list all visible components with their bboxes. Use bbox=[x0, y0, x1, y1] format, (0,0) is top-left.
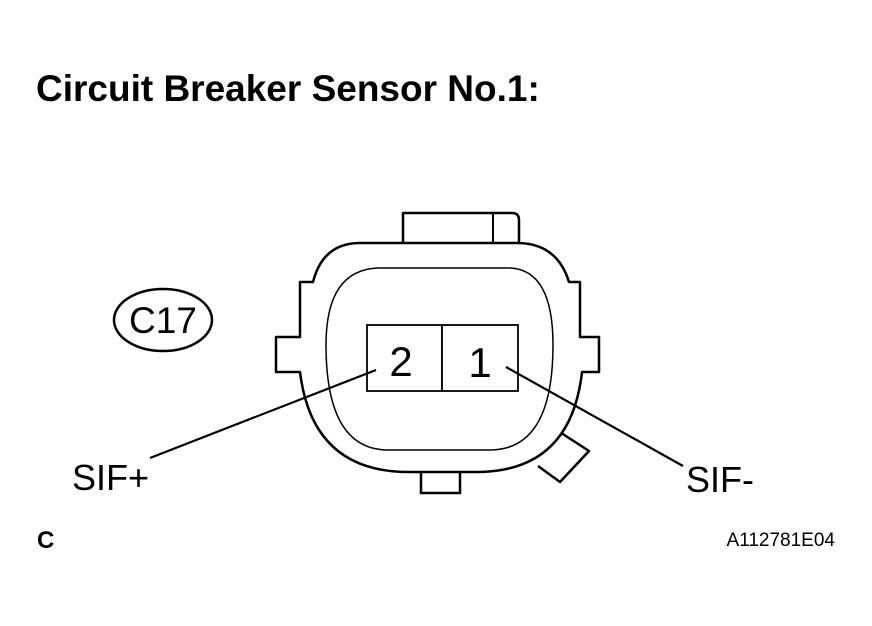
leader-line-sif-plus bbox=[149, 368, 377, 460]
signal-label-sif-plus: SIF+ bbox=[72, 457, 149, 498]
connector-id-label: C17 bbox=[129, 300, 197, 341]
connector-top-tab bbox=[401, 211, 521, 243]
figure-code: A112781E04 bbox=[726, 530, 835, 551]
connector-id-ellipse bbox=[112, 287, 214, 353]
section-letter: C bbox=[37, 527, 55, 554]
pin-number-2: 2 bbox=[389, 338, 412, 385]
connector-housing-inner bbox=[325, 267, 554, 451]
pin-number-1: 1 bbox=[468, 339, 491, 386]
diagram-title: Circuit Breaker Sensor No.1: bbox=[36, 68, 540, 109]
pin-cavity-1 bbox=[441, 324, 519, 392]
leader-line-sif-minus bbox=[505, 366, 684, 467]
signal-label-sif-minus: SIF- bbox=[686, 459, 754, 500]
